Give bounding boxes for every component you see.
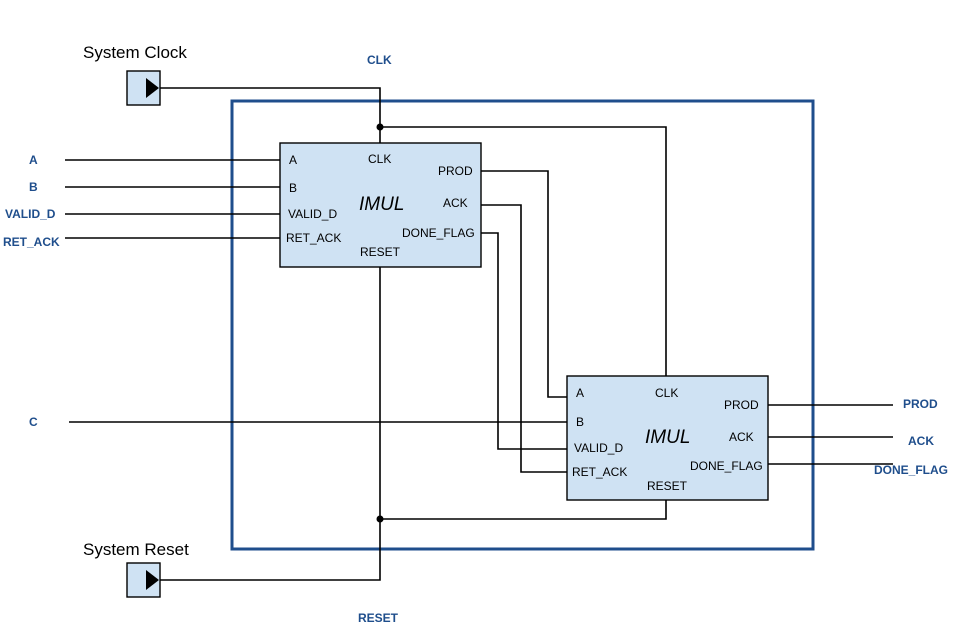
- block1-port-ret-ack: RET_ACK: [286, 231, 341, 245]
- block2-title: IMUL: [645, 427, 690, 448]
- block2-port-valid-d: VALID_D: [574, 441, 623, 455]
- junction-clk: [376, 123, 384, 131]
- block2-port-a: A: [576, 386, 584, 400]
- system-reset-label: System Reset: [83, 540, 189, 559]
- block2-port-b: B: [576, 415, 584, 429]
- signal-label-done-flag: DONE_FLAG: [874, 463, 948, 477]
- signal-label-valid-d: VALID_D: [5, 207, 56, 221]
- signal-label-clk: CLK: [367, 53, 392, 67]
- junction-reset: [376, 515, 384, 523]
- imul-block-2[interactable]: IMUL A B VALID_D RET_ACK CLK RESET PROD …: [566, 375, 769, 501]
- wire-ack-to-ret-ack: [481, 204, 567, 473]
- block2-port-reset: RESET: [647, 479, 688, 493]
- block1-port-clk: CLK: [368, 152, 391, 166]
- signal-label-c: C: [29, 415, 38, 429]
- block2-port-ret-ack: RET_ACK: [572, 465, 627, 479]
- wire-reset-to-block1: [160, 267, 381, 581]
- signal-label-reset: RESET: [358, 611, 399, 625]
- block1-port-valid-d: VALID_D: [288, 207, 337, 221]
- block2-port-done-flag: DONE_FLAG: [690, 459, 763, 473]
- signal-label-b: B: [29, 180, 38, 194]
- block1-port-b: B: [289, 181, 297, 195]
- wire-clk-to-block2: [380, 126, 667, 376]
- block1-port-prod: PROD: [438, 164, 473, 178]
- wire-prod-to-a: [481, 170, 567, 398]
- top-level-frame: [230, 99, 815, 551]
- block1-port-a: A: [289, 153, 297, 167]
- block1-port-ack: ACK: [443, 196, 468, 210]
- signal-label-ack: ACK: [908, 434, 934, 448]
- block2-port-clk: CLK: [655, 386, 678, 400]
- block2-port-ack: ACK: [729, 430, 754, 444]
- play-icon: [146, 78, 159, 98]
- wire-clk-to-block1: [160, 87, 381, 143]
- system-clock-label: System Clock: [83, 43, 187, 62]
- wire-done-flag-to-valid-d: [481, 232, 567, 450]
- system-reset-source: [126, 562, 161, 598]
- signal-label-prod: PROD: [903, 397, 938, 411]
- block2-port-prod: PROD: [724, 398, 759, 412]
- signal-label-ret-ack: RET_ACK: [3, 235, 60, 249]
- block1-port-reset: RESET: [360, 245, 401, 259]
- wire-reset-to-block2: [380, 500, 667, 520]
- system-clock-source: [126, 70, 161, 106]
- play-icon: [146, 570, 159, 590]
- block1-port-done-flag: DONE_FLAG: [402, 226, 475, 240]
- block1-title: IMUL: [359, 194, 404, 215]
- signal-label-a: A: [29, 153, 38, 167]
- imul-block-1[interactable]: IMUL A B VALID_D RET_ACK CLK RESET PROD …: [279, 142, 482, 268]
